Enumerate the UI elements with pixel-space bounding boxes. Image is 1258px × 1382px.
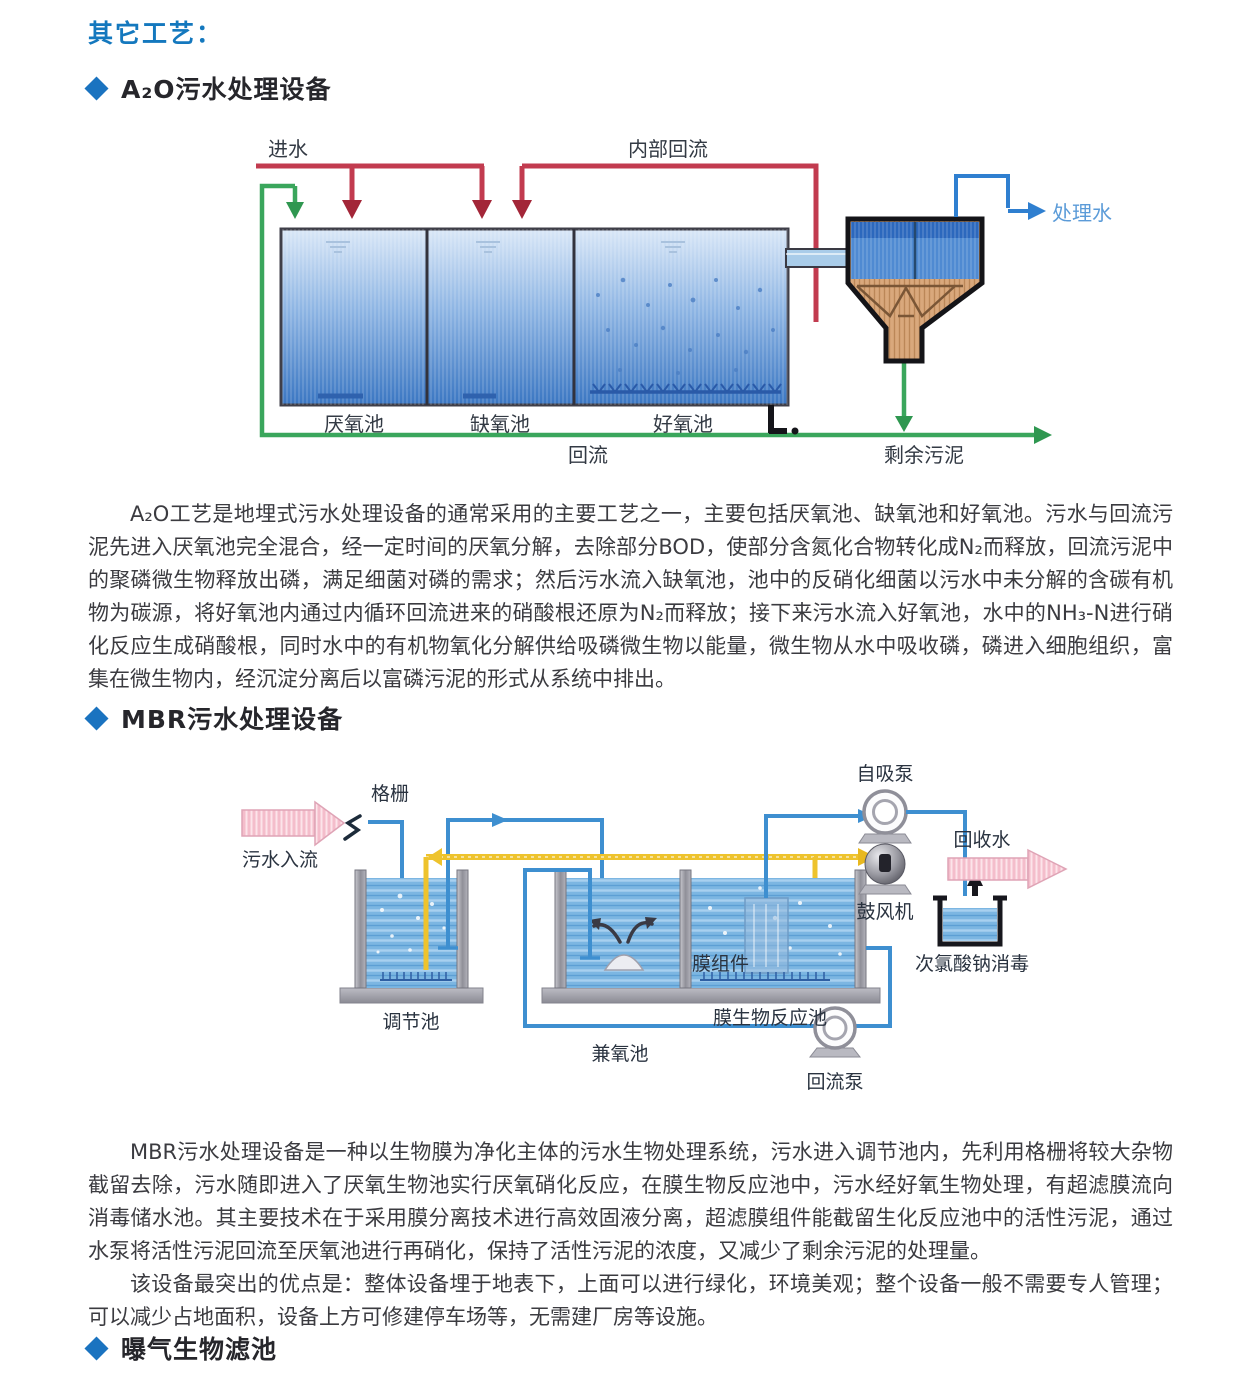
tank-wall bbox=[854, 869, 867, 989]
mbr-diagram-labels: 格栅 污水入流 调节池 兼氧池 膜组件 膜生物反应池 自吸泵 鼓风机 回收水 次… bbox=[242, 763, 1029, 1093]
self-priming-pump bbox=[858, 789, 912, 844]
flow-arrow-icon bbox=[492, 813, 508, 827]
aerobic-tank-label: 好氧池 bbox=[653, 412, 713, 436]
blower bbox=[858, 843, 912, 895]
tank-outlet-drain bbox=[768, 405, 799, 435]
diamond-bullet-icon bbox=[84, 75, 109, 101]
return-pump-label: 回流泵 bbox=[806, 1071, 863, 1093]
diamond-bullet-icon bbox=[84, 705, 109, 731]
influent-arrow-icon bbox=[472, 200, 492, 219]
return-to-anaerobic-arrow-icon bbox=[286, 202, 304, 219]
section-title-text-a2o: A₂O污水处理设备 bbox=[121, 75, 332, 104]
treated-water-arrow-icon bbox=[1028, 202, 1046, 220]
bubbles bbox=[376, 893, 446, 954]
mbr-tank-label: 膜生物反应池 bbox=[713, 1007, 827, 1029]
influent-pipe bbox=[256, 163, 492, 219]
clarifier-inlet-pipe bbox=[785, 248, 853, 268]
section-title-a2o: A₂O污水处理设备 bbox=[84, 70, 332, 106]
recycled-water-label: 回收水 bbox=[953, 829, 1010, 851]
tank-wall bbox=[456, 869, 469, 989]
aerator-coil bbox=[700, 972, 830, 981]
a2o-description: A₂O工艺是地埋式污水处理设备的通常采用的主要工艺之一，主要包括厌氧池、缺氧池和… bbox=[88, 502, 1173, 691]
a2o-main-tank bbox=[279, 227, 790, 407]
blower-stand bbox=[858, 884, 912, 895]
tank-divider-wall bbox=[679, 869, 692, 989]
air-pipe bbox=[423, 848, 876, 970]
return-pump bbox=[808, 1006, 862, 1058]
section-title-text-mbr: MBR污水处理设备 bbox=[121, 705, 344, 734]
sludge-drop-arrow-icon bbox=[895, 416, 913, 432]
self-priming-pump-label: 自吸泵 bbox=[856, 763, 913, 785]
internal-recycle-label: 内部回流 bbox=[628, 137, 708, 161]
section-title-baf: 曝气生物滤池 bbox=[84, 1330, 278, 1366]
return-flow-pipe bbox=[259, 183, 1052, 444]
excess-sludge-label: 剩余污泥 bbox=[884, 443, 964, 467]
page-header: 其它工艺： bbox=[88, 19, 224, 48]
inflow-label: 污水入流 bbox=[242, 849, 318, 871]
return-loop-pipe bbox=[523, 868, 892, 1028]
mbr-process-diagram: 格栅 污水入流 调节池 兼氧池 膜组件 膜生物反应池 自吸泵 鼓风机 回收水 次… bbox=[241, 763, 1068, 1093]
tank-wall bbox=[554, 869, 567, 989]
regulating-tank bbox=[339, 869, 484, 1004]
anoxic-tank-label: 缺氧池 bbox=[470, 412, 530, 436]
disinfection-tank bbox=[933, 895, 1007, 947]
diamond-bullet-icon bbox=[84, 1335, 109, 1361]
treated-water-label: 处理水 bbox=[1052, 201, 1112, 225]
tank-base bbox=[541, 987, 881, 1004]
treated-water-pipe bbox=[954, 174, 1046, 220]
screen-icon bbox=[343, 814, 362, 841]
section-title-text-baf: 曝气生物滤池 bbox=[121, 1335, 278, 1364]
disinfection-water bbox=[943, 908, 997, 941]
return-flow-label: 回流 bbox=[568, 443, 608, 467]
excess-sludge-arrow-icon bbox=[1034, 426, 1052, 444]
anaerobic-tank-label: 厌氧池 bbox=[324, 412, 384, 436]
screen-label: 格栅 bbox=[371, 783, 409, 805]
tank-water bbox=[366, 878, 457, 988]
sludge-scraper bbox=[856, 284, 963, 318]
membrane-bioreactor-tank bbox=[541, 869, 881, 1004]
sewage-inflow-arrow bbox=[241, 800, 346, 847]
facultative-tank-label: 兼氧池 bbox=[591, 1043, 648, 1065]
inflow-arrowhead-icon bbox=[314, 800, 346, 847]
water-surface-marks bbox=[326, 241, 685, 253]
tank-texture bbox=[281, 229, 788, 405]
section-title-mbr: MBR污水处理设备 bbox=[84, 700, 344, 736]
membrane-module-label: 膜组件 bbox=[692, 953, 749, 975]
a2o-process-diagram: 进水 内部回流 处理水 厌氧池 缺氧池 好氧池 回流 剩余污泥 bbox=[256, 137, 1112, 467]
a2o-diagram-labels: 进水 内部回流 处理水 厌氧池 缺氧池 好氧池 回流 剩余污泥 bbox=[268, 137, 1112, 467]
recycled-water-arrow bbox=[947, 848, 1068, 896]
pipe-pump-to-disinfection bbox=[906, 810, 967, 896]
regulating-tank-label: 调节池 bbox=[382, 1011, 439, 1033]
membrane-module bbox=[744, 897, 789, 974]
disinfection-label: 次氯酸钠消毒 bbox=[915, 953, 1029, 975]
inflow-label: 进水 bbox=[268, 137, 308, 161]
outflow-arrowhead-icon bbox=[1027, 848, 1068, 890]
aerator-coil bbox=[380, 972, 452, 981]
diffuser-grid bbox=[590, 383, 782, 394]
aeration-bubbles bbox=[596, 277, 775, 375]
mixer-fountain-icon bbox=[589, 917, 657, 971]
mbr-description-1: MBR污水处理设备是一种以生物膜为净化主体的污水生物处理系统，污水进入调节池内，… bbox=[88, 1140, 1173, 1263]
mbr-description-2: 该设备最突出的优点是：整体设备埋于地表下，上面可以进行绿化，环境美观；整个设备一… bbox=[88, 1272, 1173, 1329]
secondary-clarifier bbox=[845, 216, 985, 364]
blower-label: 鼓风机 bbox=[856, 901, 913, 923]
pump-stand bbox=[858, 833, 912, 844]
influent-arrow-icon bbox=[342, 200, 362, 219]
internal-recycle-pipe bbox=[512, 163, 819, 322]
recycle-arrow-icon bbox=[512, 200, 532, 219]
tank-base bbox=[339, 987, 484, 1004]
tank-wall bbox=[354, 869, 367, 989]
air-pipe-cap-icon bbox=[428, 848, 442, 866]
